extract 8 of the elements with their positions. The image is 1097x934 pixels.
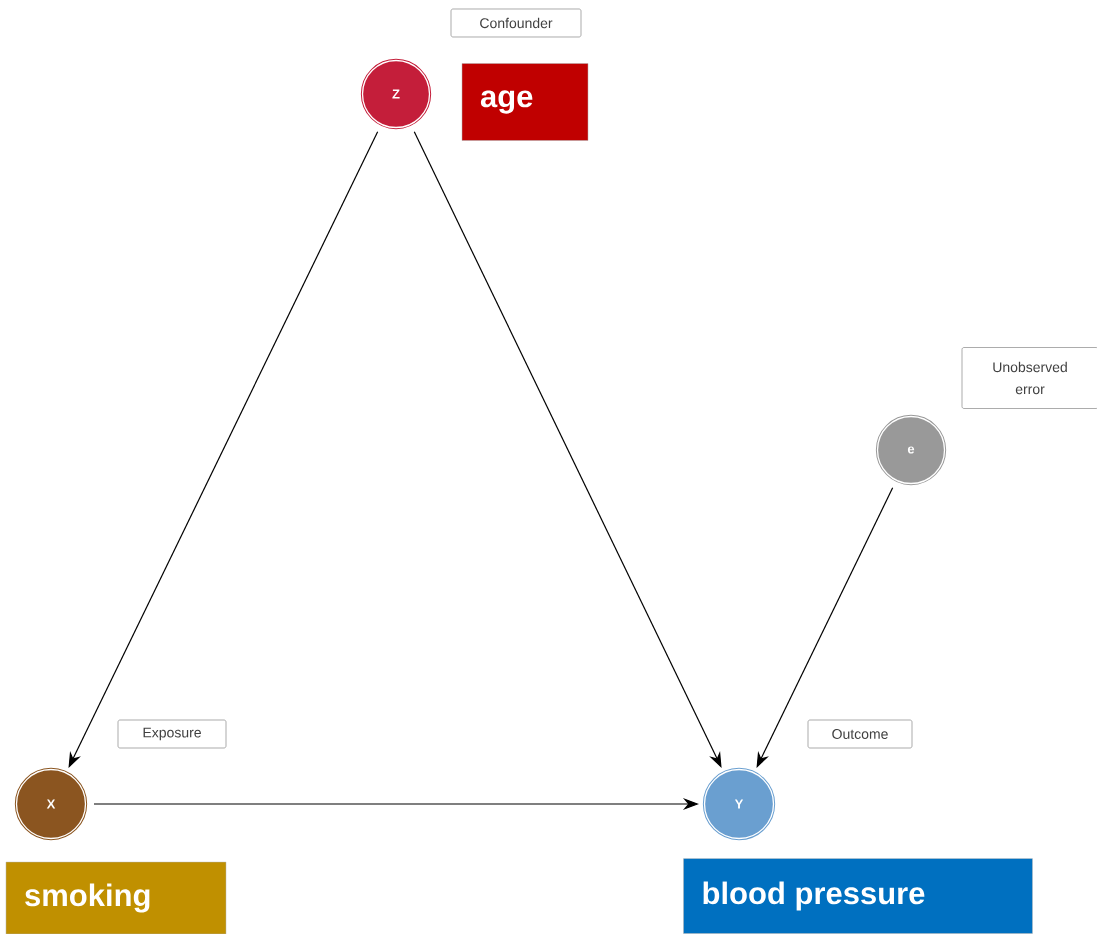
name-block: age xyxy=(461,63,589,141)
role-tag: Outcome xyxy=(807,719,913,749)
arrow xyxy=(413,131,722,768)
name-block: blood pressure xyxy=(683,858,1033,934)
role-tag: Exposure xyxy=(117,719,227,749)
name-block: smoking xyxy=(5,861,227,934)
role-tag: Confounder xyxy=(450,8,582,38)
role-tag: Unobserved error xyxy=(961,347,1097,409)
